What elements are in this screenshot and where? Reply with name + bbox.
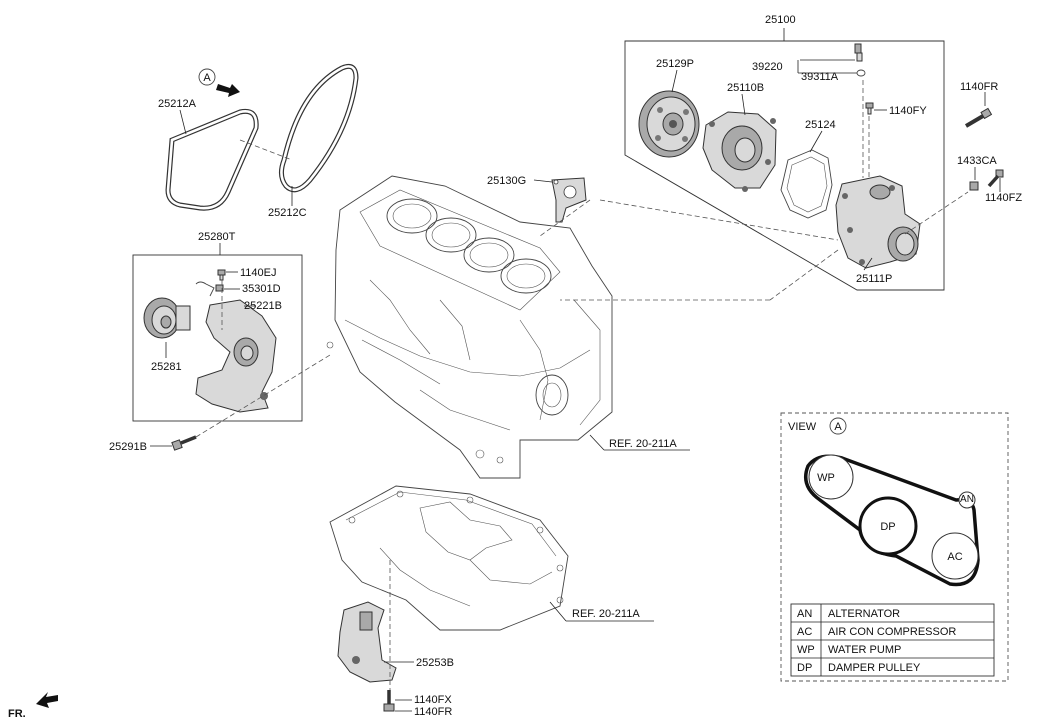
bolt-1140FX-1140FR [383,690,395,712]
label-25280T: 25280T [198,231,236,243]
pulley-wp: WP [808,454,854,500]
view-a-marker-top: A [198,68,240,97]
legend-code-ac: AC [797,626,812,638]
legend-name-dp: DAMPER PULLEY [828,662,921,674]
belt-25212C [278,63,359,193]
belt-25212A [165,108,259,211]
label-1140FR-lower: 1140FR [414,706,452,718]
water-pump-assembly: 25100 25129P 25110B 25124 [624,14,969,291]
legend-name-wp: WATER PUMP [828,644,901,656]
pulley-dp: DP [858,496,918,556]
label-25100: 25100 [765,14,796,26]
bolt-1140EJ [217,269,226,281]
bolt-1140FZ [987,169,1004,188]
ref-label-pan: REF. 20-211A [572,608,640,620]
nut-1433CA [969,181,979,191]
clip-35301D [195,281,224,297]
label-25253B: 25253B [416,657,454,669]
label-25124: 25124 [805,119,836,131]
water-pump-body [702,111,777,192]
label-1140FR-upper: 1140FR [960,81,998,93]
legend-code-wp: WP [797,644,815,656]
label-25281: 25281 [151,361,182,373]
label-1140FZ: 1140FZ [985,192,1022,204]
label-25129P: 25129P [656,58,694,70]
ref-label-block: REF. 20-211A [609,438,677,450]
label-25221B: 25221B [244,300,282,312]
label-25212A: 25212A [158,98,197,110]
oil-pan [329,485,569,631]
label-39220: 39220 [752,61,783,73]
label-35301D: 35301D [242,283,281,295]
view-a-panel: VIEW A WP DP AN AC AN ALTERNAT [780,412,1009,682]
tensioner-bracket-25221B [195,299,277,413]
water-pump-assembly-frame [624,40,945,291]
label-25111P: 25111P [856,273,892,285]
label-25291B: 25291B [109,441,147,453]
front-label: FR. [8,708,26,720]
legend-code-dp: DP [797,662,812,674]
label-25130G: 25130G [487,175,526,187]
label-39311A: 39311A [801,71,839,83]
tensioner-assembly-frame [132,254,303,422]
legend-name-ac: AIR CON COMPRESSOR [828,626,956,638]
bolt-1140FR-upper [964,107,993,128]
temperature-sensor [854,43,866,77]
gasket-25124 [780,149,833,219]
idler-pulley-25281 [143,297,191,339]
label-1140FY: 1140FY [889,105,927,117]
bolt-1140FY [865,102,874,115]
label-25110B: 25110B [727,82,764,94]
pulley-ac: AC [931,532,979,580]
water-pump-pulley [638,90,700,158]
svg-text:AC: AC [947,551,962,563]
bolt-25291B [171,435,197,451]
svg-text:DP: DP [880,521,895,533]
view-a-marker: A [834,421,842,433]
label-25212C: 25212C [268,207,307,219]
label-1433CA: 1433CA [957,155,997,167]
pulley-an: AN [958,491,976,509]
view-a-title: VIEW [788,421,817,433]
svg-text:A: A [203,72,211,84]
label-1140FX: 1140FX [414,694,452,706]
thermostat-housing [835,175,921,269]
legend-name-an: ALTERNATOR [828,608,900,620]
label-1140EJ: 1140EJ [240,267,277,279]
engine-block [326,175,613,479]
svg-text:AN: AN [960,494,974,505]
front-direction-indicator: FR. [8,692,58,720]
legend-code-an: AN [797,608,812,620]
svg-text:WP: WP [817,472,835,484]
bracket-25253B [337,601,397,683]
pipe-gasket-25130G [551,177,587,223]
view-a-legend-table: AN ALTERNATOR AC AIR CON COMPRESSOR WP W… [790,603,995,677]
